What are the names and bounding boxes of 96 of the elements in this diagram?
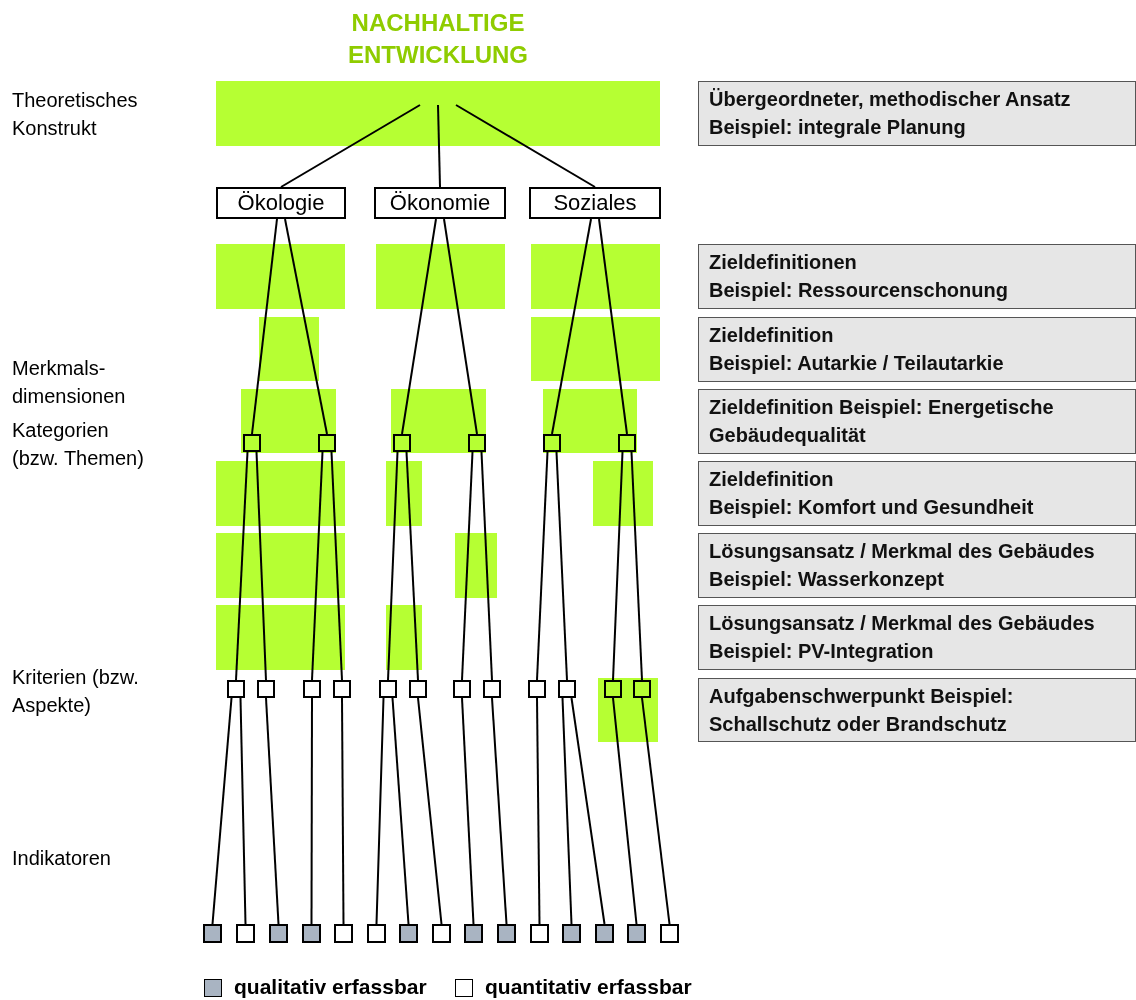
square-marker <box>633 680 651 698</box>
row-label: Kategorien (bzw. Themen) <box>12 418 145 471</box>
connector-line <box>239 697 247 925</box>
square-marker <box>334 924 353 943</box>
description-box <box>698 244 1136 309</box>
square-marker <box>468 434 486 452</box>
description-text: Zieldefinition <box>709 323 835 348</box>
square-marker <box>302 924 321 943</box>
description-text: Beispiel: integrale Planung <box>709 115 967 140</box>
connector-line <box>551 218 592 435</box>
description-text: Beispiel: Komfort und Gesundheit <box>709 495 1035 520</box>
square-marker <box>618 434 636 452</box>
legend-text: qualitativ erfassbar <box>234 974 427 1000</box>
connector-line <box>630 451 643 681</box>
connector-line <box>480 451 493 681</box>
square-marker <box>318 434 336 452</box>
square-marker <box>269 924 288 943</box>
connector-line <box>280 104 421 188</box>
connector-line <box>536 697 541 925</box>
square-marker <box>530 924 549 943</box>
description-text: Zieldefinitionen <box>709 250 858 275</box>
square-marker <box>393 434 411 452</box>
square-marker <box>528 680 546 698</box>
connector-line <box>387 451 399 681</box>
connector-line <box>641 697 671 925</box>
description-box <box>698 461 1136 526</box>
description-box: Lösungsansatz / Merkmal des Gebäudes Beispiel: Wasserkonzept <box>698 533 1136 598</box>
description-text: Übergeordneter, methodischer Ansatz <box>709 87 1072 112</box>
square-marker <box>604 680 622 698</box>
description-box <box>698 317 1136 382</box>
connector-line <box>330 451 343 681</box>
connector-line <box>536 451 549 681</box>
row-label: Indikatoren <box>12 846 112 871</box>
description-box: Lösungsansatz / Merkmal des Gebäudes Beispiel: PV-Integration <box>698 605 1136 670</box>
legend-text: quantitativ erfassbar <box>485 974 692 1000</box>
square-marker <box>432 924 451 943</box>
connector-line <box>391 697 410 925</box>
square-marker <box>367 924 386 943</box>
connector-line <box>561 697 573 925</box>
square-marker <box>236 924 255 943</box>
square-marker <box>203 924 222 943</box>
connector-line <box>455 104 596 188</box>
connector-line <box>211 697 233 925</box>
square-marker <box>257 680 275 698</box>
square-marker <box>333 680 351 698</box>
square-marker <box>483 680 501 698</box>
connector-line <box>570 697 606 925</box>
connector-line <box>461 697 475 925</box>
connector-line <box>401 218 437 435</box>
description-text: Beispiel: Ressourcenschonung <box>709 278 1009 303</box>
square-marker <box>464 924 483 943</box>
square-marker <box>497 924 516 943</box>
connector-line <box>310 697 313 925</box>
connector-line <box>265 697 280 925</box>
connector-line <box>417 697 443 925</box>
connector-line <box>405 451 419 681</box>
pillar-box: Ökologie <box>216 187 346 219</box>
connector-line <box>555 451 568 681</box>
row-label: Merkmals-dimensionen <box>12 356 127 409</box>
square-marker <box>562 924 581 943</box>
square-marker <box>558 680 576 698</box>
row-label: Theoretisches Konstrukt <box>12 88 139 141</box>
square-marker <box>227 680 245 698</box>
square-marker <box>399 924 418 943</box>
connector-line <box>284 218 328 435</box>
connector-line <box>461 451 474 681</box>
square-marker <box>595 924 614 943</box>
description-box <box>698 81 1136 146</box>
description-text: Beispiel: Autarkie / Teilautarkie <box>709 351 1005 376</box>
connector-line <box>235 451 249 681</box>
description-box: Aufgabenschwerpunkt Beispiel: Schallschutz oder Brandschutz <box>698 678 1136 742</box>
square-marker <box>243 434 261 452</box>
square-marker <box>409 680 427 698</box>
connector-line <box>375 697 385 925</box>
square-marker <box>303 680 321 698</box>
connector-line <box>255 451 267 681</box>
square-marker <box>627 924 646 943</box>
connector-line <box>437 104 441 188</box>
pillar-box: Soziales <box>529 187 661 219</box>
connector-line <box>491 697 508 925</box>
square-marker <box>543 434 561 452</box>
square-marker <box>379 680 397 698</box>
square-marker <box>453 680 471 698</box>
connector-line <box>612 451 624 681</box>
connector-line <box>251 218 278 435</box>
description-box: Zieldefinition Beispiel: Energetische Gebäudequalität <box>698 389 1136 454</box>
square-marker <box>660 924 679 943</box>
connector-line <box>443 218 478 435</box>
description-text: Zieldefinition <box>709 467 835 492</box>
row-label: Kriterien (bzw. Aspekte) <box>12 665 140 718</box>
connector-line <box>311 451 324 681</box>
connector-line <box>341 697 345 925</box>
pillar-box: Ökonomie <box>374 187 506 219</box>
connector-line <box>598 218 628 435</box>
node-heading: NACHHALTIGE ENTWICKLUNG <box>347 8 529 70</box>
connector-line <box>612 697 638 925</box>
